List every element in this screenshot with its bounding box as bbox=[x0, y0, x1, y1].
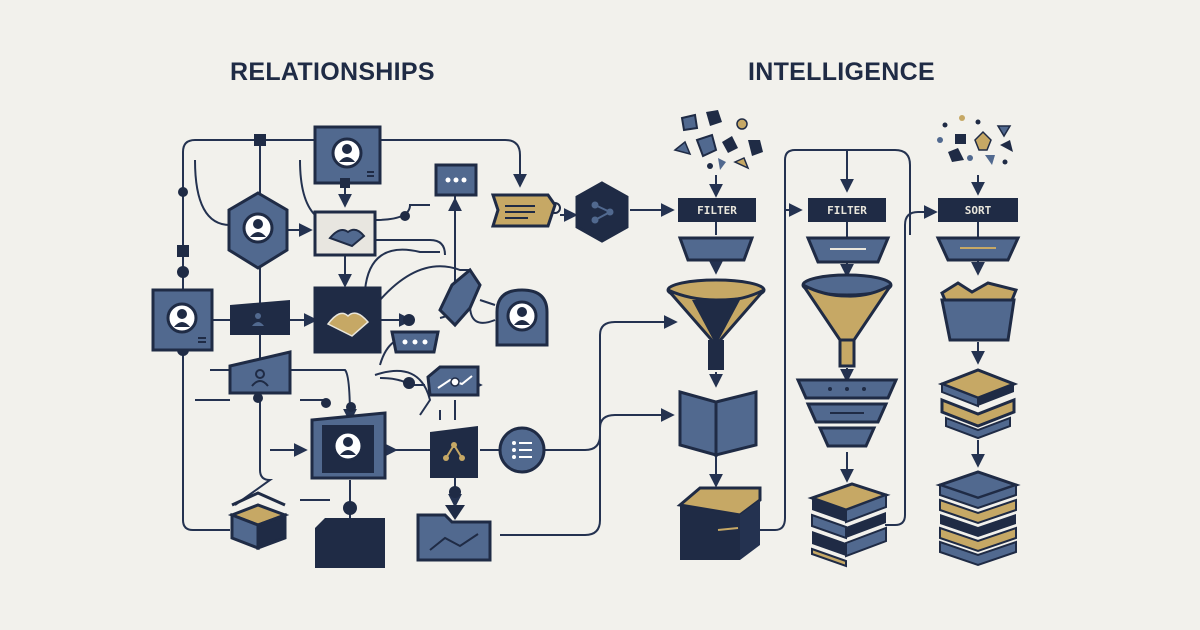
trapezoid-profile-node bbox=[228, 350, 292, 395]
relationships-heading: RELATIONSHIPS bbox=[230, 58, 435, 86]
funnel-2 bbox=[801, 273, 893, 368]
filter-stage-2: FILTER bbox=[808, 198, 886, 222]
stacked-diamonds-3 bbox=[937, 368, 1019, 440]
filter-stage-1: FILTER bbox=[678, 198, 756, 222]
funnel-1 bbox=[666, 278, 766, 370]
raw-shapes-cluster-3 bbox=[937, 115, 1013, 165]
handshake-card-center bbox=[313, 286, 382, 354]
round-profile-node bbox=[495, 288, 549, 347]
sort-stage-3: SORT bbox=[938, 198, 1018, 222]
gold-tag-node bbox=[490, 193, 557, 228]
stacked-layers-2 bbox=[807, 482, 891, 568]
open-box-node bbox=[227, 491, 290, 551]
raw-shapes-cluster-1 bbox=[673, 110, 763, 170]
profile-card-top bbox=[313, 125, 382, 188]
open-folder-3 bbox=[940, 281, 1019, 342]
handshake-card-top bbox=[313, 210, 377, 257]
data-stack-3 bbox=[935, 470, 1021, 567]
filter-tray-2 bbox=[805, 236, 891, 264]
filter-tray-1 bbox=[677, 236, 755, 262]
pipeline-connectors bbox=[709, 149, 985, 531]
filter-label-2: FILTER bbox=[827, 204, 867, 217]
chart-folder-node bbox=[416, 505, 492, 562]
cube-node bbox=[315, 518, 385, 568]
sort-label: SORT bbox=[965, 204, 992, 217]
intelligence-heading: INTELLIGENCE bbox=[748, 58, 935, 86]
chart-tag-node bbox=[426, 365, 480, 397]
profile-card-left bbox=[151, 288, 214, 352]
open-book-1 bbox=[678, 390, 758, 457]
profile-card-bottom bbox=[310, 411, 387, 480]
sort-tray-3 bbox=[935, 236, 1021, 262]
chat-bubble-node bbox=[434, 163, 478, 197]
folded-map-node bbox=[438, 267, 482, 328]
hexagon-profile-node bbox=[227, 191, 289, 270]
archive-box-1 bbox=[676, 486, 762, 560]
dark-screen-node bbox=[230, 300, 290, 335]
dots-tag-node bbox=[390, 330, 440, 354]
list-circle-node bbox=[498, 426, 546, 474]
hub-share-node bbox=[575, 181, 629, 243]
flag-node bbox=[430, 426, 478, 478]
filter-label-1: FILTER bbox=[697, 204, 737, 217]
connector-nodes bbox=[177, 134, 561, 515]
tiered-filter-2 bbox=[795, 378, 899, 448]
